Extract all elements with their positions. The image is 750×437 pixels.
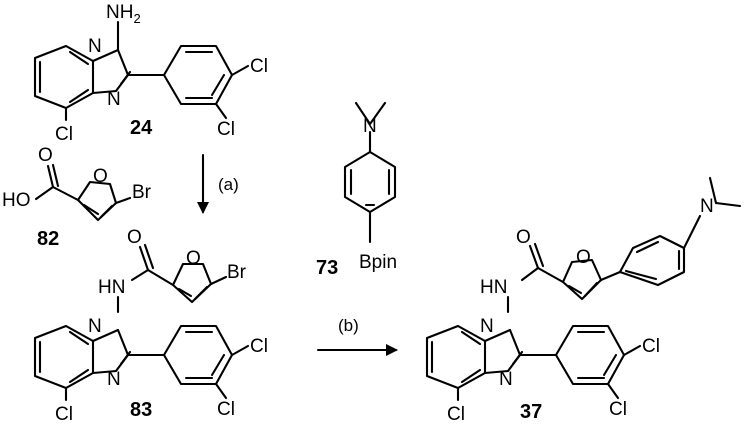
c24-n-bridge-label: N	[88, 36, 102, 57]
c73-bpin-label: Bpin	[359, 252, 397, 273]
c37-nme2-label: N	[700, 196, 714, 217]
compound-83: O O Br HN N N Cl Cl Cl 83	[33, 227, 268, 425]
condition-a-label: (a)	[218, 175, 239, 194]
c82-ring-o-label: O	[93, 166, 108, 187]
c37-hn-label: HN	[480, 277, 507, 298]
c82-carbonyl-o-label: O	[38, 145, 53, 166]
c24-cl-8-label: Cl	[55, 124, 73, 145]
compound-number-24: 24	[130, 117, 153, 139]
c37-ring-o-label: O	[576, 247, 591, 268]
compound-number-37: 37	[520, 401, 542, 423]
compound-24: NH2 N N Cl Cl Cl 24	[33, 2, 268, 145]
compound-82: HO O O Br 82	[2, 145, 152, 250]
c83-cl-8-label: Cl	[55, 404, 73, 425]
c82-br-label: Br	[132, 182, 152, 203]
c37-cl-4-label: Cl	[642, 336, 660, 357]
c24-cl-4-label: Cl	[250, 56, 268, 77]
compound-73: N Bpin 73	[316, 101, 397, 279]
c24-cl-3-label: Cl	[217, 119, 235, 140]
c37-carbonyl-o-label: O	[516, 227, 531, 248]
c83-n-ring-label: N	[107, 369, 121, 390]
c37-cl-3-label: Cl	[609, 399, 627, 420]
c83-br-label: Br	[227, 262, 247, 283]
c37-n-bridge-label: N	[480, 316, 494, 337]
compound-37: O O N HN N N Cl Cl Cl 37	[425, 176, 742, 425]
c83-carbonyl-o-label: O	[127, 227, 142, 248]
c24-nh2-label: NH2	[106, 2, 141, 26]
reaction-arrow-b: (b)	[316, 316, 398, 356]
c37-n-ring-label: N	[499, 369, 513, 390]
c83-cl-3-label: Cl	[217, 399, 235, 420]
compound-number-73: 73	[316, 257, 338, 279]
c83-n-bridge-label: N	[88, 316, 102, 337]
condition-b-label: (b)	[338, 316, 359, 335]
c83-cl-4-label: Cl	[250, 336, 268, 357]
c83-ring-o-label: O	[186, 248, 201, 269]
c73-n-label: N	[363, 116, 377, 137]
compound-number-82: 82	[37, 228, 59, 250]
c37-cl-8-label: Cl	[447, 404, 465, 425]
c82-ho-label: HO	[2, 190, 31, 211]
reaction-arrow-a: (a)	[197, 153, 239, 214]
c24-n-ring-label: N	[107, 89, 121, 110]
compound-number-83: 83	[130, 399, 152, 421]
c83-hn-label: HN	[98, 277, 125, 298]
